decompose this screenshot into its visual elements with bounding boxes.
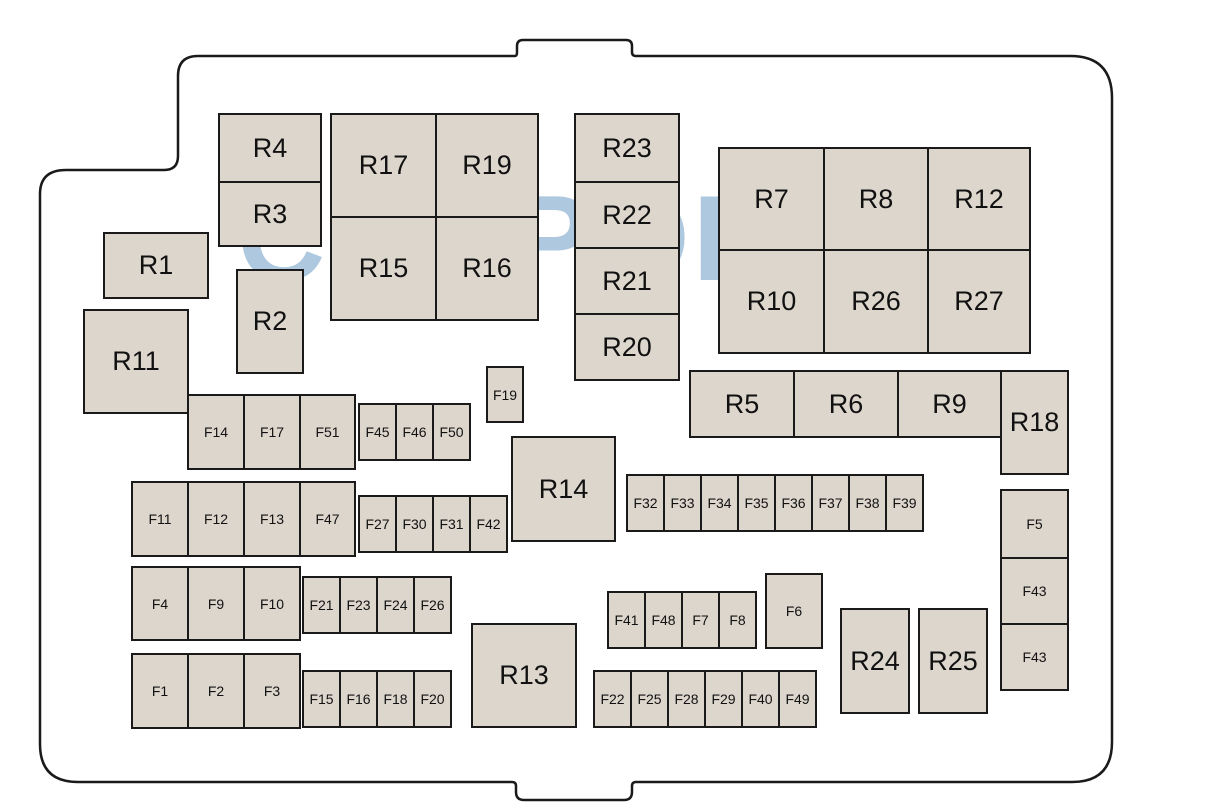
fuse-f21: F21	[302, 576, 341, 634]
relay-r18: R18	[1000, 370, 1069, 475]
fuse-f14: F14	[187, 394, 245, 470]
relay-r16: R16	[435, 216, 539, 321]
relay-r19: R19	[435, 113, 539, 218]
relay-r15: R15	[330, 216, 437, 321]
relay-r14: R14	[511, 436, 616, 542]
relay-r11: R11	[83, 309, 189, 414]
fuse-f34: F34	[700, 474, 739, 532]
fuse-f20: F20	[413, 670, 452, 728]
fuse-f35: F35	[737, 474, 776, 532]
fuse-f26: F26	[413, 576, 452, 634]
fuse-f23: F23	[339, 576, 378, 634]
fuse-f18: F18	[376, 670, 415, 728]
fuse-f50: F50	[432, 403, 471, 461]
fuse-f43-lower: F43	[1000, 623, 1069, 691]
fuse-f47: F47	[299, 481, 356, 557]
fuse-f6: F6	[765, 573, 823, 649]
relay-r1: R1	[103, 232, 209, 299]
relay-r27: R27	[927, 249, 1031, 354]
relay-r23: R23	[574, 113, 680, 183]
fuse-f37: F37	[811, 474, 850, 532]
fuse-f1: F1	[131, 653, 189, 729]
fuse-f51: F51	[299, 394, 356, 470]
fuse-f38: F38	[848, 474, 887, 532]
fuse-f22: F22	[593, 670, 632, 728]
fuse-f27: F27	[358, 495, 397, 553]
fuse-f31: F31	[432, 495, 471, 553]
relay-r2: R2	[236, 269, 304, 374]
relay-r21: R21	[574, 247, 680, 315]
fuse-f29: F29	[704, 670, 743, 728]
relay-r3: R3	[218, 181, 322, 247]
fuse-f30: F30	[395, 495, 434, 553]
relay-r7: R7	[718, 147, 825, 251]
relay-r25: R25	[918, 608, 988, 714]
fuse-f36: F36	[774, 474, 813, 532]
relay-r4: R4	[218, 113, 322, 183]
fuse-f5: F5	[1000, 489, 1069, 559]
fuse-f19: F19	[486, 366, 524, 423]
fuse-f28: F28	[667, 670, 706, 728]
fuse-f11: F11	[131, 481, 189, 557]
fuse-f13: F13	[243, 481, 301, 557]
fuse-f39: F39	[885, 474, 924, 532]
fuse-f41: F41	[607, 591, 646, 649]
fuse-f9: F9	[187, 566, 245, 641]
fuse-f3: F3	[243, 653, 301, 729]
relay-r9: R9	[897, 370, 1002, 438]
fuse-f15: F15	[302, 670, 341, 728]
fuse-f16: F16	[339, 670, 378, 728]
fuse-f43-upper: F43	[1000, 557, 1069, 625]
relay-r20: R20	[574, 313, 680, 381]
fuse-f7: F7	[681, 591, 720, 649]
relay-r5: R5	[689, 370, 795, 438]
relay-r6: R6	[793, 370, 899, 438]
relay-r26: R26	[823, 249, 929, 354]
fuse-f48: F48	[644, 591, 683, 649]
relay-r12: R12	[927, 147, 1031, 251]
fuse-f40: F40	[741, 670, 780, 728]
fuse-f17: F17	[243, 394, 301, 470]
fuse-f4: F4	[131, 566, 189, 641]
relay-r13: R13	[471, 623, 577, 728]
relay-r22: R22	[574, 181, 680, 249]
fuse-f10: F10	[243, 566, 301, 641]
fuse-f46: F46	[395, 403, 434, 461]
relay-r10: R10	[718, 249, 825, 354]
relay-r17: R17	[330, 113, 437, 218]
relay-r24: R24	[840, 608, 910, 714]
fuse-f45: F45	[358, 403, 397, 461]
fuse-f8: F8	[718, 591, 757, 649]
fuse-f12: F12	[187, 481, 245, 557]
fuse-f2: F2	[187, 653, 245, 729]
fuse-f33: F33	[663, 474, 702, 532]
fuse-f25: F25	[630, 670, 669, 728]
fuse-f24: F24	[376, 576, 415, 634]
relay-r8: R8	[823, 147, 929, 251]
fuse-f49: F49	[778, 670, 817, 728]
fuse-f42: F42	[469, 495, 508, 553]
fuse-f32: F32	[626, 474, 665, 532]
